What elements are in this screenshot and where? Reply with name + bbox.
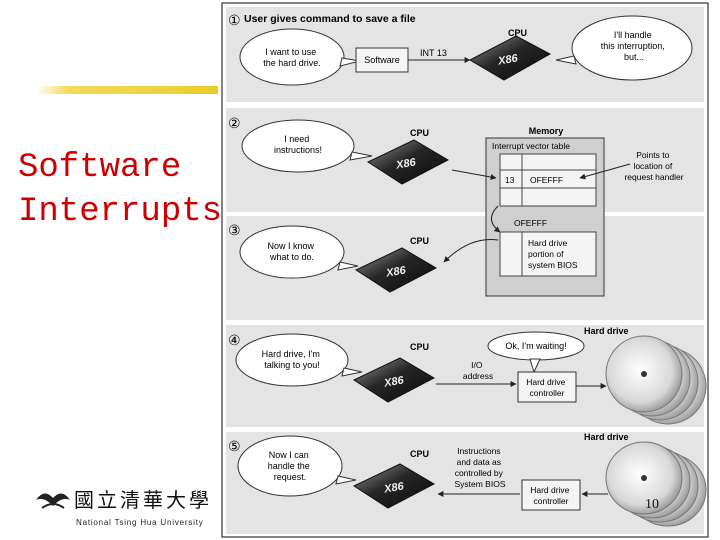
speech-bubble-tail xyxy=(529,358,541,374)
speech-bubble-tail xyxy=(349,151,373,161)
bios-to-cpu-arrow xyxy=(443,238,499,263)
logo-chinese-name: 國立清華大學 xyxy=(74,488,212,512)
chip-label-2: X86 xyxy=(394,156,417,172)
speech-bubble-tail xyxy=(337,261,359,271)
bubble-need-text: I need instructions! xyxy=(274,134,322,155)
hard-drive-controller-box-5 xyxy=(521,479,581,511)
bios-box-text: Hard drive portion of system BIOS xyxy=(528,238,578,270)
chip-label-1: X86 xyxy=(496,52,519,68)
ivt-title: Interrupt vector table xyxy=(492,141,570,151)
software-box xyxy=(355,47,409,73)
pointer-note: Points to location of request handler xyxy=(624,150,683,182)
cpu-chip-4 xyxy=(352,357,436,403)
cpu-to-ivt-arrow xyxy=(451,169,497,180)
cpu-chip-1 xyxy=(468,35,552,81)
instructions-note: Instructions and data as controlled by S… xyxy=(454,446,505,489)
hard-drive-platters-5 xyxy=(605,441,707,527)
memory-title: Memory xyxy=(529,126,564,136)
hard-drive-label-5: Hard drive xyxy=(584,432,629,442)
panel-number-3: ③ xyxy=(228,222,241,238)
university-logo: 國立清華大學 National Tsing Hua University xyxy=(34,484,214,530)
speech-bubble-handle xyxy=(237,435,343,497)
panel-1-heading: User gives command to save a file xyxy=(244,13,416,25)
cpu-label-1: CPU xyxy=(508,28,527,38)
controller-box-text-5: Hard drive controller xyxy=(530,485,572,506)
bubble-talking-text: Hard drive, I'm talking to you! xyxy=(262,349,323,370)
cpu-chip-3 xyxy=(354,247,438,293)
logo-english-name: National Tsing Hua University xyxy=(76,518,204,527)
ivt-to-bios-arrow xyxy=(491,205,501,233)
ivt-address: OFEFFF xyxy=(530,175,563,185)
cpu-label-3: CPU xyxy=(410,236,429,246)
bubble-user-text: I want to use the hard drive. xyxy=(263,47,321,68)
controller-box-text-4: Hard drive controller xyxy=(526,377,568,398)
speech-bubble-talking xyxy=(235,333,349,387)
chip-label-5: X86 xyxy=(382,480,405,496)
university-emblem-icon xyxy=(36,493,70,509)
hard-drive-label-4: Hard drive xyxy=(584,326,629,336)
slide-title: Software Interrupts xyxy=(18,146,223,234)
speech-bubble-know xyxy=(239,225,345,279)
speech-bubble-need xyxy=(241,119,355,173)
title-underline xyxy=(36,86,218,94)
bios-handler-box xyxy=(499,231,597,277)
slide-title-line1: Software xyxy=(18,149,182,187)
page-number: 10 xyxy=(645,497,659,512)
bubble-know-text: Now I know what to do. xyxy=(267,241,316,262)
speech-bubble-cpu xyxy=(571,15,693,81)
hard-drive-platters-4 xyxy=(605,335,707,425)
cpu-label-5: CPU xyxy=(410,449,429,459)
panel-number-4: ④ xyxy=(228,332,241,348)
hard-drive-controller-box xyxy=(517,371,577,403)
speech-bubble-tail xyxy=(335,475,357,485)
chip-label-4: X86 xyxy=(382,374,405,390)
cpu-chip-5 xyxy=(352,463,436,509)
int-label: INT 13 xyxy=(420,48,447,58)
cpu-label-4: CPU xyxy=(410,342,429,352)
pointer-arrow xyxy=(579,163,631,180)
ivt-row-13 xyxy=(499,169,597,189)
speech-bubble-tail xyxy=(341,367,363,377)
cpu-chip-2 xyxy=(366,139,450,185)
bubble-cpu-text: I'll handle this interruption, but... xyxy=(601,30,668,62)
speech-bubble-tail xyxy=(339,57,361,67)
cpu-label-2: CPU xyxy=(410,128,429,138)
bubble-waiting-text: Ok, I'm waiting! xyxy=(505,341,566,351)
speech-bubble-user xyxy=(239,28,345,86)
software-box-label: Software xyxy=(364,55,400,65)
speech-bubble-tail xyxy=(555,55,577,65)
panel-number-5: ⑤ xyxy=(228,438,241,454)
chip-label-3: X86 xyxy=(384,264,407,280)
bubble-handle-text: Now I can handle the request. xyxy=(268,450,313,482)
slide-title-line2: Interrupts xyxy=(18,193,223,231)
panel-number-1: ① xyxy=(228,12,241,28)
panel-number-2: ② xyxy=(228,115,241,131)
io-address-label: I/O address xyxy=(463,360,493,381)
bios-address-label: OFEFFF xyxy=(514,218,547,228)
ivt-index: 13 xyxy=(505,175,515,185)
